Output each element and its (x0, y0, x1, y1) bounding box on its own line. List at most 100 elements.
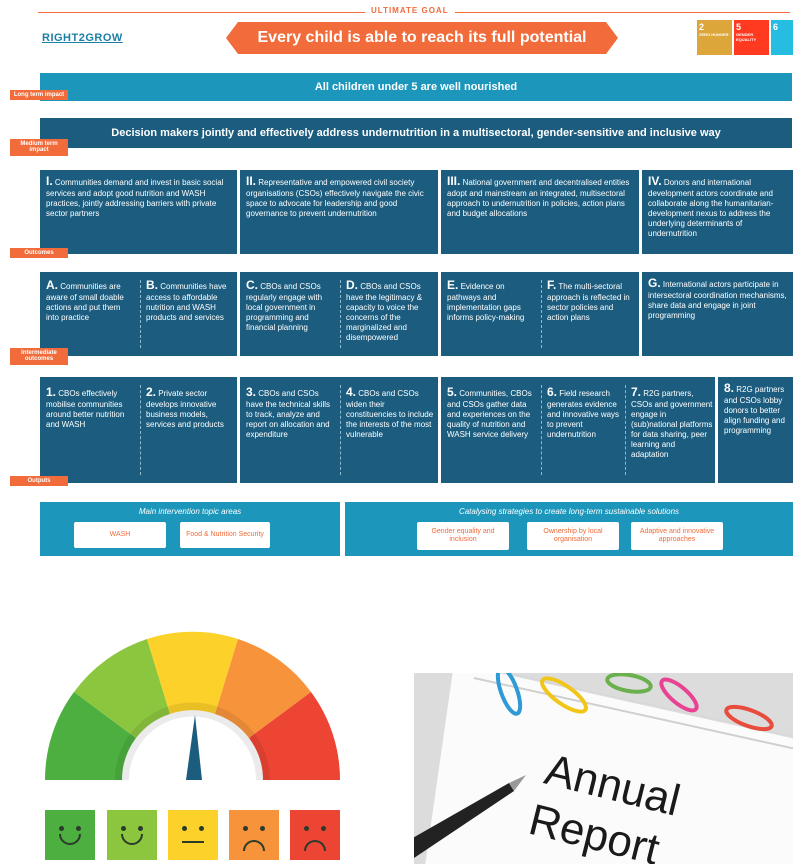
level-outcomes: Outcomes (10, 248, 68, 259)
intermediate-text: The multi-sectoral approach is reflected… (547, 282, 630, 322)
sdg-badge-2: 2 ZERO HUNGER (697, 20, 732, 55)
output-text: CBOs and CSOs widen their constituencies… (346, 389, 434, 439)
output-item-6: 6. Field research generates evidence and… (547, 385, 623, 440)
output-text: R2G partners and CSOs lobby donors to be… (724, 385, 785, 435)
output-number: 4. (346, 385, 357, 399)
card-divider (541, 385, 542, 475)
paperclip-red (724, 704, 774, 732)
topic-areas-title: Main intervention topic areas (138, 507, 242, 516)
satisfaction-gauge (44, 631, 341, 781)
intermediate-text: CBOs and CSOs have the legitimacy & capa… (346, 282, 423, 342)
outcome-number: III. (447, 174, 461, 188)
paperclip-blue (495, 673, 523, 716)
intermediate-text: International actors participate in inte… (648, 280, 787, 320)
intermediate-group-government: E. Evidence on pathways and implementati… (441, 272, 639, 356)
sdg-badge-6: 6 (771, 20, 793, 55)
output-number: 1. (46, 385, 57, 399)
ultimate-goal-label: ULTIMATE GOAL (365, 6, 455, 15)
outcome-card-4: IV. Donors and international development… (642, 170, 793, 254)
intermediate-number: E. (447, 278, 459, 292)
outcome-number: I. (46, 174, 53, 188)
intermediate-number: B. (146, 278, 158, 292)
outputs-group-cso: 3. CBOs and CSOs have the technical skil… (240, 377, 438, 483)
face-very-happy (45, 810, 95, 860)
output-number: 6. (547, 385, 558, 399)
output-text: Private sector develops innovative busin… (146, 389, 224, 429)
intermediate-number: G. (648, 276, 661, 290)
face-sad (229, 810, 279, 860)
outcome-card-1: I. Communities demand and invest in basi… (40, 170, 237, 254)
paperclip-green (605, 673, 653, 694)
intermediate-text: Evidence on pathways and implementation … (447, 282, 525, 322)
strategies-panel: Catalysing strategies to create long-ter… (345, 502, 793, 556)
topic-food-nutrition: Food & Nutrition Security (180, 522, 270, 548)
outputs-group-government: 5. Communities, CBOs and CSOs gather dat… (441, 377, 715, 483)
output-item-7: 7. R2G partners, CSOs and government eng… (631, 385, 713, 460)
outcome-text: National government and decentralised en… (447, 178, 630, 218)
intermediate-number: D. (346, 278, 358, 292)
topic-areas-panel: Main intervention topic areas WASH Food … (40, 502, 340, 556)
intermediate-group-communities: A. Communities are aware of small doable… (40, 272, 237, 356)
intermediate-text: Communities have access to affordable nu… (146, 282, 227, 322)
outcome-card-3: III. National government and decentralis… (441, 170, 639, 254)
medium-term-impact-text: Decision makers jointly and effectively … (111, 127, 721, 139)
intermediate-number: F. (547, 278, 557, 292)
intermediate-text: Communities are aware of small doable ac… (46, 282, 124, 322)
output-item-4: 4. CBOs and CSOs widen their constituenc… (346, 385, 434, 440)
strategy-ownership: Ownership by local organisation (527, 522, 619, 550)
output-item-1: 1. CBOs effectively mobilise communities… (46, 385, 134, 430)
card-divider (340, 385, 341, 475)
outcome-text: Representative and empowered civil socie… (246, 178, 424, 218)
long-term-impact-band: All children under 5 are well nourished (40, 73, 792, 101)
brand-logo[interactable]: RIGHT2GROW (42, 32, 123, 44)
level-outputs: Outputs (10, 476, 68, 487)
card-divider (340, 280, 341, 348)
intermediate-item-d: D. CBOs and CSOs have the legitimacy & c… (346, 278, 434, 343)
outcome-text: Donors and international development act… (648, 178, 774, 238)
level-intermediate: Intermediate outcomes (10, 348, 68, 365)
gauge-segment-green (44, 692, 136, 780)
level-medium-term: Medium term impact (10, 139, 68, 156)
gauge-segment-orange (215, 639, 311, 738)
paperclip-yellow (540, 676, 588, 714)
output-item-3: 3. CBOs and CSOs have the technical skil… (246, 385, 334, 440)
output-item-2: 2. Private sector develops innovative bu… (146, 385, 234, 430)
card-divider (541, 280, 542, 348)
paperclip-pink (659, 677, 699, 713)
intermediate-item-c: C. CBOs and CSOs regularly engage with l… (246, 278, 334, 333)
card-divider (625, 385, 626, 475)
outputs-group-communities: 1. CBOs effectively mobilise communities… (40, 377, 237, 483)
level-long-term: Long term impact (10, 90, 68, 101)
outcome-card-2: II. Representative and empowered civil s… (240, 170, 438, 254)
intermediate-item-e: E. Evidence on pathways and implementati… (447, 278, 535, 323)
output-text: CBOs and CSOs have the technical skills … (246, 389, 331, 439)
medium-term-impact-band: Decision makers jointly and effectively … (40, 118, 792, 148)
output-text: CBOs effectively mobilise communities ar… (46, 389, 125, 429)
output-number: 7. (631, 385, 642, 399)
face-very-sad (290, 810, 340, 860)
intermediate-number: C. (246, 278, 258, 292)
gauge-segments (44, 631, 341, 780)
face-happy (107, 810, 157, 860)
intermediate-number: A. (46, 278, 58, 292)
output-number: 3. (246, 385, 257, 399)
intermediate-group-cso: C. CBOs and CSOs regularly engage with l… (240, 272, 438, 356)
output-text: R2G partners, CSOs and government engage… (631, 389, 713, 459)
card-divider (140, 280, 141, 348)
report-photo-scene (414, 673, 793, 864)
output-number: 5. (447, 385, 458, 399)
outcome-text: Communities demand and invest in basic s… (46, 178, 224, 218)
strategy-gender: Gender equality and inclusion (417, 522, 509, 550)
gauge-inner-shade (115, 702, 270, 781)
long-term-impact-text: All children under 5 are well nourished (314, 81, 518, 93)
pen (414, 783, 514, 858)
intermediate-item-b: B. Communities have access to affordable… (146, 278, 234, 323)
intermediate-item-g: G. International actors participate in i… (642, 272, 793, 356)
output-number: 8. (724, 381, 735, 395)
output-item-8: 8. R2G partners and CSOs lobby donors to… (718, 377, 793, 483)
intermediate-item-f: F. The multi-sectoral approach is reflec… (547, 278, 635, 323)
output-item-5: 5. Communities, CBOs and CSOs gather dat… (447, 385, 535, 440)
gauge-segment-lightgreen (74, 639, 170, 738)
intermediate-text: CBOs and CSOs regularly engage with loca… (246, 282, 323, 332)
ultimate-goal-banner: Every child is able to reach its full po… (226, 22, 618, 54)
